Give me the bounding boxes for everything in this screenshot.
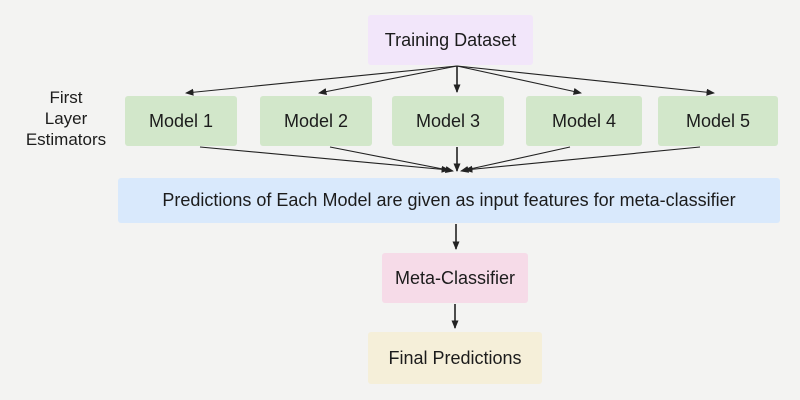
meta-classifier-node: Meta-Classifier (382, 253, 528, 303)
model-4-label: Model 4 (551, 110, 617, 131)
training-dataset-node: Training Dataset (368, 15, 533, 65)
arrow-model2-to-predictions (329, 146, 454, 173)
predictions-bar-label: Predictions of Each Model are given as i… (162, 190, 736, 211)
first-layer-estimators-label: First Layer Estimators (25, 88, 107, 149)
training-dataset-label: Training Dataset (384, 29, 517, 50)
model-2-label: Model 2 (283, 110, 349, 131)
arrow-model4-to-predictions (460, 146, 571, 173)
arrow-training-to-model5 (456, 65, 715, 96)
model-3-node: Model 3 (392, 96, 504, 146)
arrow-training-to-model1 (185, 65, 458, 96)
model-5-node: Model 5 (658, 96, 778, 146)
model-2-node: Model 2 (260, 96, 372, 146)
model-5-label: Model 5 (685, 110, 751, 131)
model-1-label: Model 1 (148, 110, 214, 131)
predictions-bar-node: Predictions of Each Model are given as i… (118, 178, 780, 223)
model-3-label: Model 3 (415, 110, 481, 131)
model-1-node: Model 1 (125, 96, 237, 146)
final-predictions-node: Final Predictions (368, 332, 542, 384)
arrow-training-to-model4 (456, 65, 582, 95)
final-predictions-label: Final Predictions (388, 347, 522, 368)
arrow-model5-to-predictions (464, 146, 701, 173)
arrow-model1-to-predictions (199, 146, 450, 173)
model-4-node: Model 4 (526, 96, 642, 146)
arrow-training-to-model2 (318, 65, 458, 95)
meta-classifier-label: Meta-Classifier (394, 267, 516, 288)
